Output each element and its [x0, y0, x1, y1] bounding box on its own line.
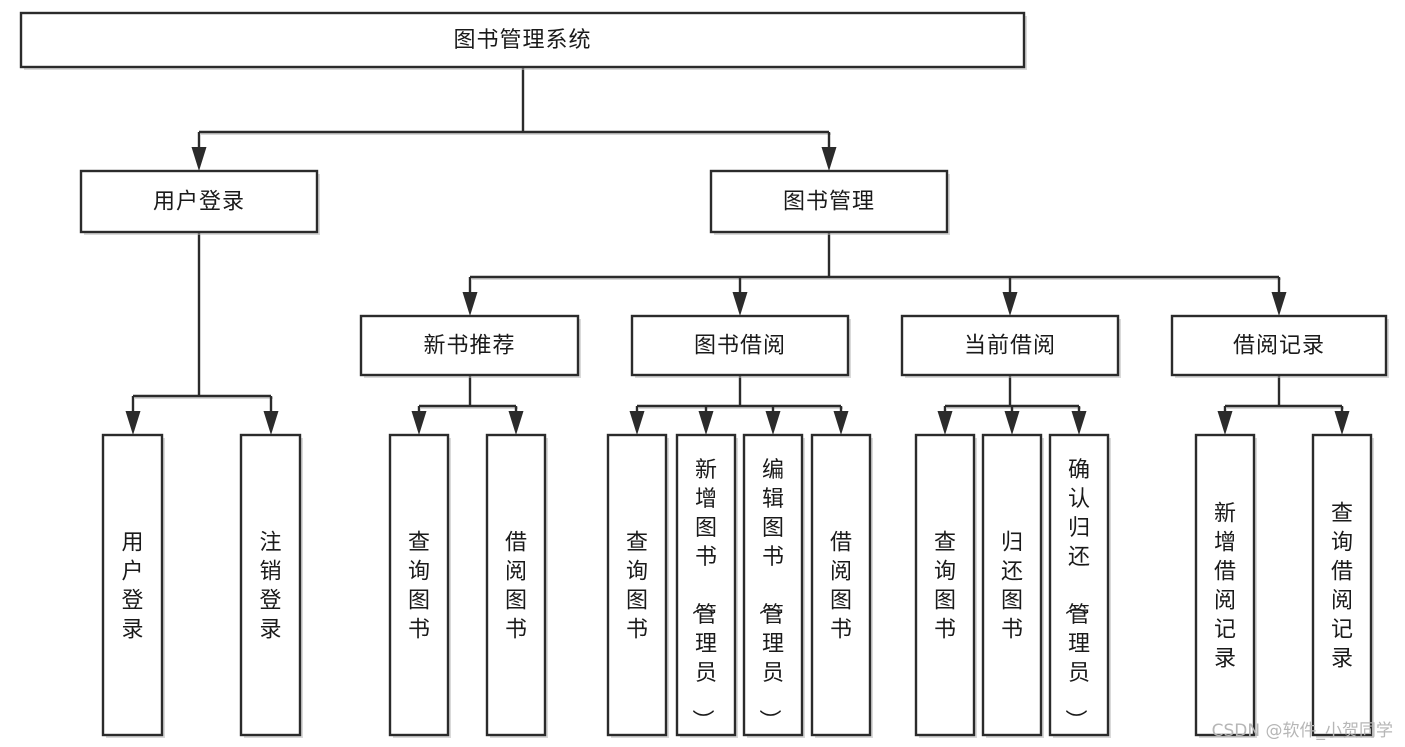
node-label: 图书管理系统	[453, 28, 591, 53]
node-label: 新书推荐	[423, 334, 515, 359]
node-leaf-query-book-3[interactable]: 查询图书	[914, 433, 977, 738]
csdn-watermark: CSDN @软件_小贺同学	[1211, 721, 1393, 741]
node-current-borrow[interactable]: 当前借阅	[900, 314, 1121, 378]
node-label: 确认归还（管理员）	[1062, 458, 1090, 731]
node-box[interactable]	[1194, 433, 1256, 737]
node-label: 借阅图书	[830, 531, 852, 643]
edge-group-current-borrow	[937, 375, 1087, 435]
node-box[interactable]	[388, 433, 450, 737]
node-leaf-query-book-1[interactable]: 查询图书	[388, 433, 451, 738]
node-leaf-borrow-book-1[interactable]: 借阅图书	[485, 433, 548, 738]
node-borrow-record[interactable]: 借阅记录	[1170, 314, 1389, 378]
node-label: 查询图书	[934, 531, 956, 643]
node-label: 新增借阅记录	[1214, 502, 1236, 672]
node-label: 新增图书（管理员）	[689, 458, 717, 731]
node-box[interactable]	[1311, 433, 1373, 737]
node-leaf-return-book[interactable]: 归还图书	[981, 433, 1044, 738]
node-leaf-add-record[interactable]: 新增借阅记录	[1194, 433, 1257, 738]
node-user-login[interactable]: 用户登录	[79, 169, 320, 235]
edges-layer	[125, 67, 1350, 435]
node-leaf-add-book[interactable]: 新增图书（管理员）	[675, 433, 738, 738]
node-box[interactable]	[101, 433, 164, 737]
node-label: 图书管理	[783, 190, 875, 215]
node-box[interactable]	[359, 314, 580, 377]
node-leaf-edit-book[interactable]: 编辑图书（管理员）	[742, 433, 805, 738]
node-label: 当前借阅	[964, 334, 1056, 359]
node-leaf-query-book-2[interactable]: 查询图书	[606, 433, 669, 738]
edge-group-book-manage	[462, 232, 1287, 316]
node-box[interactable]	[19, 11, 1026, 69]
node-box[interactable]	[606, 433, 668, 737]
node-book-borrow[interactable]: 图书借阅	[630, 314, 851, 378]
node-label: 归还图书	[1001, 531, 1023, 643]
node-new-book-rec[interactable]: 新书推荐	[359, 314, 581, 378]
edge-group-new-book-rec	[411, 375, 524, 435]
node-leaf-borrow-book-2[interactable]: 借阅图书	[810, 433, 873, 738]
node-box[interactable]	[485, 433, 547, 737]
node-label: 查询图书	[626, 531, 648, 643]
edge-group-borrow-record	[1217, 375, 1350, 435]
nodes-layer: 图书管理系统用户登录图书管理新书推荐图书借阅当前借阅借阅记录用户登录注销登录查询…	[19, 11, 1389, 738]
node-root[interactable]: 图书管理系统	[19, 11, 1027, 70]
node-label: 图书借阅	[694, 334, 786, 359]
node-leaf-user-login[interactable]: 用户登录	[101, 433, 165, 738]
node-box[interactable]	[709, 169, 949, 234]
node-leaf-confirm-return[interactable]: 确认归还（管理员）	[1048, 433, 1111, 738]
node-box[interactable]	[79, 169, 319, 234]
node-box[interactable]	[1170, 314, 1388, 377]
node-label: 借阅图书	[505, 531, 527, 643]
edge-group-user-login	[125, 232, 279, 435]
node-book-manage[interactable]: 图书管理	[709, 169, 950, 235]
node-label: 用户登录	[121, 531, 143, 643]
node-leaf-logout[interactable]: 注销登录	[239, 433, 303, 738]
node-box[interactable]	[900, 314, 1120, 377]
node-box[interactable]	[914, 433, 976, 737]
node-box[interactable]	[810, 433, 872, 737]
node-label: 注销登录	[259, 531, 281, 643]
node-label: 用户登录	[153, 190, 245, 215]
node-label: 借阅记录	[1233, 334, 1325, 359]
node-leaf-query-record[interactable]: 查询借阅记录	[1311, 433, 1374, 738]
node-box[interactable]	[239, 433, 302, 737]
node-box[interactable]	[742, 433, 804, 737]
node-label: 查询借阅记录	[1331, 502, 1353, 672]
edge-group-book-borrow	[629, 375, 849, 435]
node-label: 编辑图书（管理员）	[756, 458, 784, 731]
node-box[interactable]	[981, 433, 1043, 737]
node-box[interactable]	[675, 433, 737, 737]
node-box[interactable]	[1048, 433, 1110, 737]
node-box[interactable]	[630, 314, 850, 377]
edge-group-root	[191, 67, 837, 171]
node-label: 查询图书	[408, 531, 430, 643]
